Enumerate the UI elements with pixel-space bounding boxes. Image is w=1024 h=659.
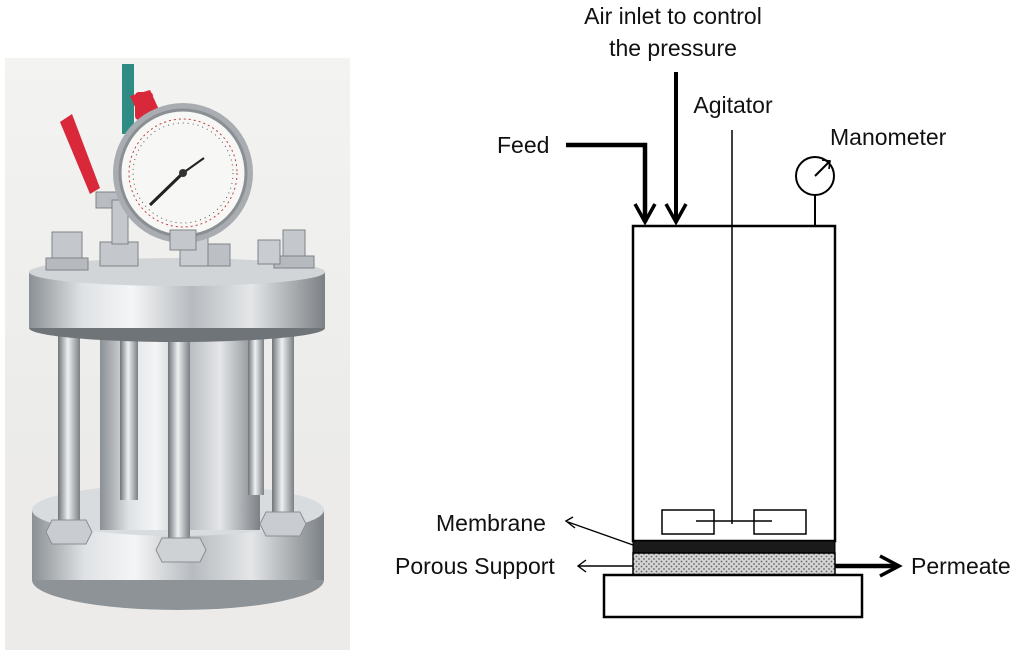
membrane-pointer [564, 516, 634, 546]
air-inlet-arrow [664, 72, 688, 226]
air-inlet-label-line1: Air inlet to control [584, 3, 762, 29]
feed-arrow [566, 142, 657, 226]
manometer-symbol [795, 156, 835, 226]
porous-support-pointer [576, 559, 633, 573]
permeate-label: Permeate [911, 553, 1011, 579]
tie-rods [58, 300, 294, 545]
vessel-body [631, 224, 837, 543]
labels: Air inlet to control the pressure Agitat… [395, 3, 1011, 579]
membrane-label: Membrane [436, 510, 546, 536]
top-nuts [45, 229, 315, 271]
porous-support-layer [632, 552, 836, 576]
impeller [661, 509, 807, 535]
manometer-label: Manometer [830, 124, 947, 150]
base-plate [602, 573, 864, 619]
air-inlet-label-line2: the pressure [609, 35, 737, 61]
reactor-photo [5, 58, 350, 650]
porous-support-label: Porous Support [395, 553, 555, 579]
agitator-label: Agitator [693, 92, 773, 118]
pressure-gauge-photo [113, 103, 253, 251]
permeate-arrow [835, 554, 903, 578]
schematic [564, 72, 903, 619]
feed-label: Feed [497, 132, 549, 158]
membrane-layer [632, 540, 836, 554]
